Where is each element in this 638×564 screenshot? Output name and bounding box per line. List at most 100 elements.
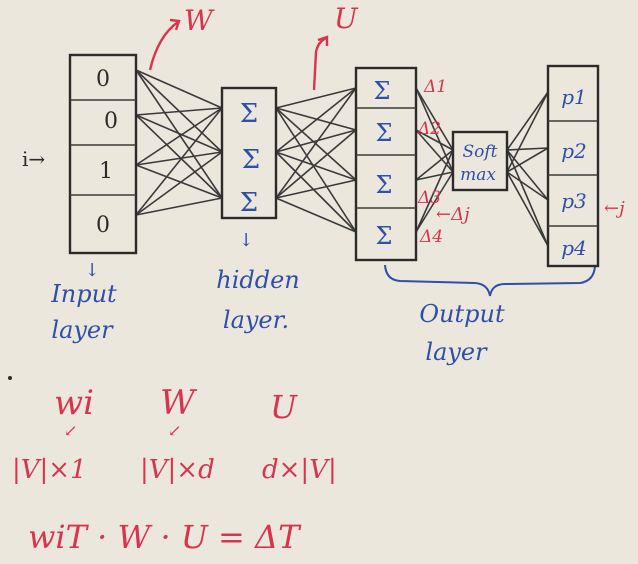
- output-softmax-edge: [415, 171, 454, 233]
- eq-U: U: [270, 388, 298, 426]
- output-softmax-edge: [415, 149, 454, 181]
- input-cell-2: 1: [99, 159, 113, 184]
- output-node-1: Σ: [376, 119, 393, 147]
- input-caption-2: layer: [51, 316, 114, 344]
- delta-j: ←Δj: [436, 204, 470, 225]
- softmax-prob-edge: [506, 91, 549, 151]
- softmax-prob-connections: [506, 91, 549, 247]
- input-hidden-edge: [135, 69, 223, 109]
- output-node-3: Σ: [376, 222, 393, 250]
- prob-cell-2: p2: [561, 139, 587, 163]
- hidden-layer: Σ Σ Σ ↓ hidden layer.: [216, 86, 300, 334]
- probability-layer: p1 p2 p3 p4 ←j: [546, 64, 625, 268]
- delta-4: Δ4: [419, 227, 443, 247]
- hidden-output-edge: [275, 87, 357, 109]
- input-hidden-connections: [135, 69, 223, 216]
- w-arrow: [148, 21, 179, 71]
- output-softmax-edge: [415, 129, 454, 151]
- prob-cell-4: p4: [561, 236, 587, 260]
- output-softmax-edge: [415, 87, 454, 173]
- u-label: U: [334, 2, 359, 35]
- eq-arrow-2: ↙: [168, 421, 181, 440]
- w-label: W: [184, 4, 215, 37]
- input-caption-1: Input: [50, 280, 117, 308]
- output-layer: Σ Σ Σ Σ Δ1 Δ2 Δ3 Δ4 ←Δj Output layer: [354, 66, 596, 366]
- probability-box: [546, 64, 600, 268]
- softmax-prob-edge: [506, 149, 549, 247]
- input-hidden-edge: [135, 107, 223, 116]
- input-cell-0: 0: [96, 67, 110, 92]
- input-hidden-edge: [135, 151, 223, 216]
- softmax-prob-edge: [506, 147, 549, 151]
- softmax-block: Soft max: [451, 130, 509, 192]
- hidden-output-edge: [275, 129, 357, 199]
- softmax-line-2: max: [460, 165, 496, 185]
- hidden-layer-box: [220, 86, 278, 220]
- hidden-arrow: ↓: [238, 230, 253, 251]
- softmax-prob-edge: [506, 171, 549, 201]
- hidden-caption-1: hidden: [216, 266, 300, 294]
- hidden-output-connections: [275, 87, 357, 233]
- output-node-0: Σ: [374, 77, 391, 105]
- hidden-output-edge: [275, 197, 357, 233]
- softmax-box: [451, 130, 509, 192]
- input-arrow: ↓: [84, 260, 99, 281]
- u-arrowhead: [317, 35, 329, 46]
- output-layer-box: [354, 66, 418, 262]
- input-hidden-edge: [135, 107, 223, 216]
- hidden-output-edge: [275, 179, 357, 199]
- output-caption-2: layer: [425, 338, 488, 366]
- input-hidden-edge: [135, 107, 223, 166]
- input-hidden-edge: [135, 151, 223, 166]
- hidden-caption-2: layer.: [223, 306, 289, 334]
- hidden-output-edge: [275, 129, 357, 153]
- input-layer: 0 0 1 0 i→ ↓ Input layer: [22, 53, 138, 344]
- equations: wi W U ↙ ↙ |V|×1 |V|×d d×|V| wiT · W · U…: [12, 383, 337, 556]
- input-hidden-edge: [135, 114, 223, 153]
- softmax-prob-edge: [506, 91, 549, 173]
- output-caption-1: Output: [419, 300, 505, 328]
- eq-product: wiT · W · U = ΔT: [28, 518, 302, 556]
- hidden-node-0: Σ: [240, 99, 258, 129]
- input-cell-1: 0: [104, 109, 118, 134]
- prob-cell-3: p3: [561, 189, 587, 213]
- softmax-line-1: Soft: [462, 142, 497, 162]
- output-softmax-edge: [415, 149, 454, 233]
- hidden-output-edge: [275, 87, 357, 153]
- output-brace: [384, 264, 596, 297]
- input-hidden-edge: [135, 164, 223, 199]
- input-hidden-edge: [135, 197, 223, 216]
- prob-cell-1: p1: [561, 85, 587, 109]
- softmax-prob-edge: [506, 147, 549, 173]
- prob-pointer-j: ←j: [604, 198, 625, 219]
- output-softmax-edge: [415, 171, 454, 181]
- input-cell-3: 0: [96, 213, 110, 238]
- delta-1: Δ1: [423, 77, 447, 97]
- hidden-output-edge: [275, 87, 357, 199]
- softmax-prob-edge: [506, 171, 549, 247]
- output-node-2: Σ: [376, 171, 393, 199]
- hidden-output-edge: [275, 151, 357, 233]
- weight-labels: W U: [148, 2, 359, 91]
- eq-dim-1: |V|×1: [12, 455, 87, 485]
- u-arrow: [312, 36, 327, 91]
- hidden-output-edge: [275, 151, 357, 181]
- output-softmax-connections: [415, 87, 454, 233]
- eq-W: W: [160, 383, 198, 423]
- eq-wi: wi: [54, 383, 94, 423]
- input-index-label: i→: [22, 147, 45, 171]
- softmax-prob-edge: [506, 149, 549, 201]
- w-arrowhead: [169, 18, 181, 31]
- input-hidden-edge: [135, 114, 223, 199]
- delta-3: Δ3: [417, 188, 441, 208]
- eq-arrow-1: ↙: [64, 421, 77, 440]
- ink-dot: [8, 376, 12, 380]
- delta-2: Δ2: [417, 119, 441, 139]
- output-softmax-edge: [415, 87, 454, 151]
- input-layer-box: [68, 53, 138, 255]
- eq-dim-3: d×|V|: [262, 455, 337, 485]
- hidden-output-edge: [275, 107, 357, 233]
- hidden-node-1: Σ: [242, 145, 260, 175]
